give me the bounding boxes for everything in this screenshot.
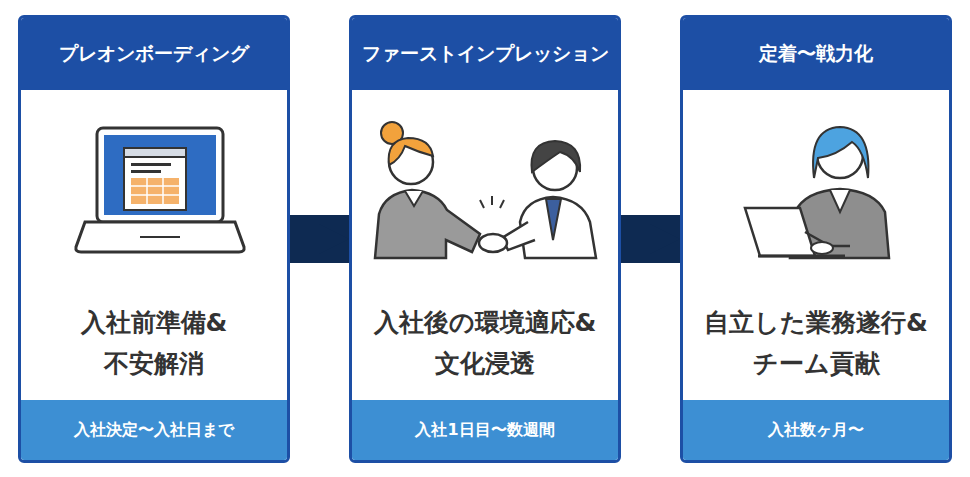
illustration-shape — [817, 132, 863, 178]
period-label: 入社数ヶ月〜 — [768, 420, 864, 441]
illustration-shape — [533, 146, 577, 190]
illustration-shape — [131, 170, 161, 173]
illustration-shape — [131, 194, 179, 196]
illustration-shape — [811, 242, 833, 254]
phase-card: 入社前準備& 不安解消 プレオンボーディング入社決定〜入社日まで — [18, 15, 290, 463]
phase-header-band: ファーストインプレッション — [352, 18, 618, 90]
illustration-shape — [140, 236, 180, 238]
phase-header-band: 定着〜戦力化 — [683, 18, 949, 90]
illustration-shape — [124, 148, 186, 157]
illustration-shape — [131, 163, 171, 166]
illustration-shape — [805, 232, 850, 246]
illustration-shape — [131, 185, 179, 187]
flow-connector — [290, 239, 349, 240]
phase-title: 定着〜戦力化 — [759, 41, 873, 67]
phase-description: 入社前準備& 不安解消 — [37, 288, 271, 398]
handshake-illustration — [375, 122, 596, 258]
illustration-shape — [531, 141, 580, 172]
illustration-shape — [502, 222, 535, 250]
period-label: 入社決定〜入社日まで — [74, 420, 234, 441]
illustration-shape — [381, 122, 403, 144]
illustration-shape — [491, 196, 493, 205]
flow-arrow — [621, 215, 680, 263]
illustration-shape — [389, 138, 433, 165]
phase-card: 自立した業務遂行& チーム貢献 定着〜戦力化入社数ヶ月〜 — [680, 15, 952, 463]
illustration-shape — [389, 140, 433, 184]
phase-header-band: プレオンボーディング — [21, 18, 287, 90]
illustration-shape — [479, 234, 507, 252]
laptop-illustration — [76, 128, 244, 252]
phase-description: 入社後の環境適応& 文化浸透 — [368, 288, 602, 398]
illustration-shape — [546, 199, 561, 240]
illustration-shape — [146, 178, 148, 204]
illustration-shape — [830, 190, 850, 212]
illustration-shape — [745, 208, 815, 256]
illustration-shape — [500, 200, 504, 208]
illustration-shape — [104, 135, 216, 215]
illustration-shape — [97, 128, 223, 222]
illustration-shape — [480, 200, 484, 208]
phase-description: 自立した業務遂行& チーム貢献 — [699, 288, 933, 398]
working-illustration — [745, 127, 889, 258]
period-footer-band: 入社1日目〜数週間 — [352, 400, 618, 460]
illustration-shape — [124, 148, 186, 210]
illustration-shape — [520, 197, 596, 258]
illustration-shape — [76, 222, 244, 252]
phase-card: 入社後の環境適応& 文化浸透 ファーストインプレッション入社1日目〜数週間 — [349, 15, 621, 463]
illustration-shape — [375, 190, 480, 258]
flow-connector — [621, 239, 680, 240]
period-label: 入社1日目〜数週間 — [415, 420, 554, 441]
phase-title: ファーストインプレッション — [362, 41, 609, 67]
period-footer-band: 入社決定〜入社日まで — [21, 400, 287, 460]
illustration-shape — [131, 178, 179, 204]
phase-title: プレオンボーディング — [59, 41, 249, 67]
flow-arrow — [290, 215, 349, 263]
illustration-shape — [813, 127, 868, 178]
illustration-shape — [790, 189, 889, 258]
illustration-shape — [758, 255, 845, 258]
illustration-shape — [162, 178, 164, 204]
illustration-shape — [405, 191, 423, 206]
period-footer-band: 入社数ヶ月〜 — [683, 400, 949, 460]
